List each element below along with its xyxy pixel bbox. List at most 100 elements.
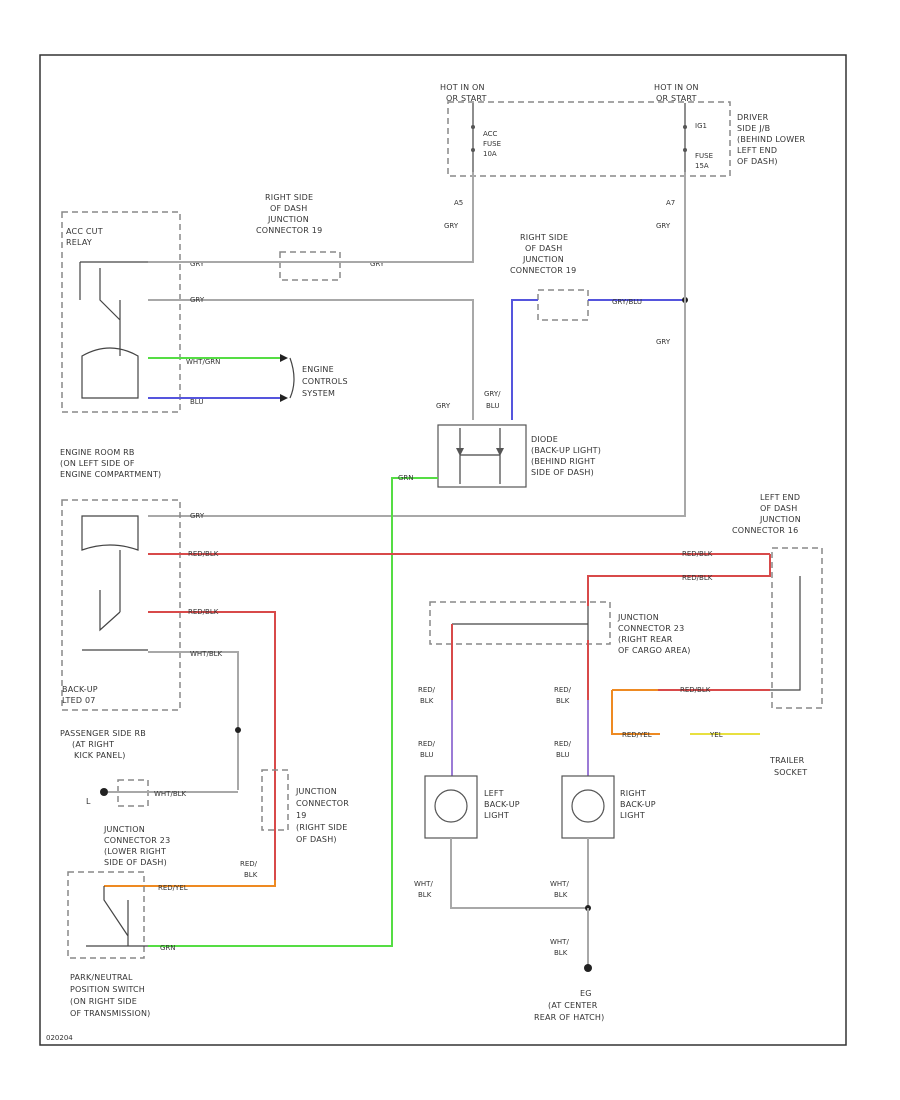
wire-wht-blk (148, 651, 239, 790)
diagram-code: 020204 (46, 1034, 73, 1042)
driver-jb-label: LEFT END (737, 146, 777, 155)
driver-jb-label: OF DASH) (737, 157, 778, 166)
ground-label: REAR OF HATCH) (534, 1013, 604, 1022)
jc19-right-label: OF DASH) (296, 835, 337, 844)
wire-wht-blk-ground (450, 838, 589, 909)
wire-color-label: BLU (486, 402, 499, 410)
jc23-lower-label: JUNCTION (103, 825, 145, 834)
engine-controls-label: CONTROLS (302, 377, 348, 386)
ground-icon (100, 788, 108, 796)
pn-switch-symbol (86, 886, 148, 947)
wire-color-label: GRY (656, 338, 671, 346)
ig1-fuse-rating: 15A (695, 162, 709, 170)
jc19-top-box (279, 251, 341, 281)
acc-cut-relay-switch (79, 261, 148, 399)
wire-color-label: RED/ (418, 686, 436, 694)
ground-label: (AT CENTER (548, 1001, 598, 1010)
wire-color-label: RED/ (240, 860, 258, 868)
jc23-rear-label: JUNCTION (617, 613, 659, 622)
ground-label-l: L (86, 797, 91, 806)
pn-switch-label: PARK/NEUTRAL (70, 973, 133, 982)
passenger-rb-label: (AT RIGHT (72, 740, 114, 749)
driver-jb-label: (BEHIND LOWER (737, 135, 806, 144)
wire-color-label: RED/BLK (188, 608, 219, 616)
pn-switch-label: OF TRANSMISSION) (70, 1009, 150, 1018)
backup-relay-label: BACK-UP (62, 685, 98, 694)
diode-icon (456, 448, 464, 456)
wire-color-label: WHT/ (550, 880, 569, 888)
wire-color-label: WHT/BLK (154, 790, 187, 798)
wire-color-label: BLK (554, 949, 568, 957)
bulb-icon (434, 789, 468, 823)
arrow-icon (280, 354, 288, 362)
wire-color-label: GRY (436, 402, 451, 410)
jc19-top-label: RIGHT SIDE (265, 193, 313, 202)
acc-fuse-label: FUSE (483, 140, 501, 148)
engine-controls-label: ENGINE (302, 365, 334, 374)
acc-cut-relay-label: ACC CUT (66, 227, 103, 236)
bulb-icon (571, 789, 605, 823)
acc-fuse-terminal (471, 148, 475, 152)
jc19-mid-label: JUNCTION (522, 255, 564, 264)
wire-color-label: WHT/ (550, 938, 569, 946)
engine-controls-label: SYSTEM (302, 389, 335, 398)
wire-color-label: BLU (190, 398, 203, 406)
wire-gry-blu (511, 299, 538, 420)
hot-right-label: HOT IN ON (654, 83, 699, 92)
pn-switch-label: (ON RIGHT SIDE (70, 997, 137, 1006)
left-end-jc-label: JUNCTION (759, 515, 801, 524)
wire-color-label: BLK (418, 891, 432, 899)
wire-color-label: GRN (398, 474, 414, 482)
engine-room-rb-label: (ON LEFT SIDE OF (60, 459, 135, 468)
jc23-rear-bus (452, 606, 589, 640)
backup-relay-label: LTED 07 (62, 696, 96, 705)
wire-color-label: GRY/BLU (612, 298, 642, 306)
engine-controls-brace (289, 357, 295, 399)
jc23-lower-label: SIDE OF DASH) (104, 858, 167, 867)
jc19-mid-label: CONNECTOR 19 (510, 266, 576, 275)
acc-cut-relay-box (61, 211, 181, 413)
trailer-socket-label: TRAILER (769, 756, 805, 765)
wire-color-label: GRY (190, 260, 205, 268)
right-backup-light-label: RIGHT (620, 789, 646, 798)
pn-switch-box (67, 871, 145, 959)
wire-color-label: BLU (556, 751, 569, 759)
jc19-right-box (261, 769, 289, 831)
driver-jb-box (447, 101, 731, 177)
wire-color-label: BLK (244, 871, 258, 879)
right-backup-light-label: BACK-UP (620, 800, 656, 809)
jc19-mid-label: OF DASH (525, 244, 562, 253)
jc23-rear-label: (RIGHT REAR (618, 635, 673, 644)
wire-color-label: WHT/ (414, 880, 433, 888)
connector-link (658, 576, 801, 691)
jc19-mid-label: RIGHT SIDE (520, 233, 568, 242)
wire-color-label: BLK (420, 697, 434, 705)
hot-left-label: HOT IN ON (440, 83, 485, 92)
hot-right-label-2: OR START (656, 94, 697, 103)
wire-color-label: RED/BLK (680, 686, 711, 694)
jc19-top-label: CONNECTOR 19 (256, 226, 322, 235)
wire-color-label: GRY (190, 512, 205, 520)
left-backup-light-label: BACK-UP (484, 800, 520, 809)
left-backup-light-label: LEFT (484, 789, 504, 798)
wire-color-label: RED/ (554, 740, 572, 748)
backup-relay-box (61, 499, 181, 711)
left-backup-light-box (424, 775, 478, 839)
ig1-fuse-wire-color: GRY (656, 222, 671, 230)
jc23-lower-label: CONNECTOR 23 (104, 836, 170, 845)
jc19-right-label: JUNCTION (295, 787, 337, 796)
jc19-right-label: (RIGHT SIDE (296, 823, 348, 832)
diode-icon (496, 448, 504, 456)
wire-red-yel (104, 880, 276, 887)
left-end-jc-box (771, 547, 823, 709)
trailer-socket-label: SOCKET (774, 768, 807, 777)
ig1-fuse-pin: A7 (666, 199, 675, 207)
diode-label: DIODE (531, 435, 558, 444)
wire-red-blk-relay (148, 611, 276, 880)
wire-color-label: YEL (709, 731, 723, 739)
jc23-lower-label: (LOWER RIGHT (104, 847, 166, 856)
wire-grn (148, 477, 438, 947)
pn-switch-label: POSITION SWITCH (70, 985, 145, 994)
acc-fuse-wire-color: GRY (444, 222, 459, 230)
diode-label: (BACK-UP LIGHT) (531, 446, 601, 455)
